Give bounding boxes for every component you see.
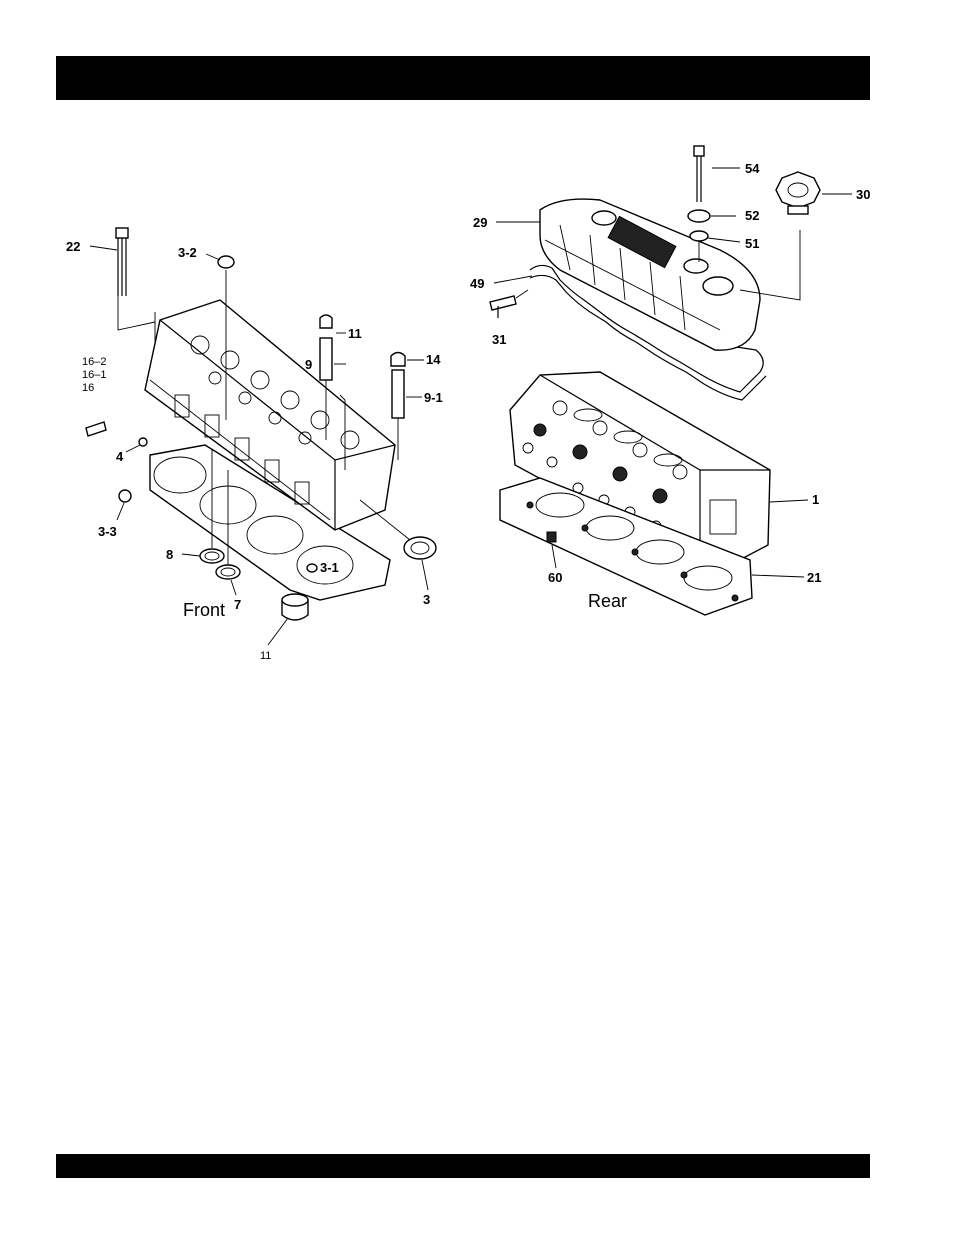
valve-stem-seal-14 xyxy=(391,353,405,367)
callout-52: 52 xyxy=(745,208,759,223)
oil-filler-neck xyxy=(703,277,733,295)
callout-3: 3 xyxy=(423,592,430,607)
callout-3-2: 3-2 xyxy=(178,245,197,260)
callout-11-bottom: 11 xyxy=(260,650,271,662)
callout-31: 31 xyxy=(492,332,506,347)
valve-guide-9 xyxy=(320,338,332,380)
callout-9-1: 9-1 xyxy=(424,390,443,405)
callout-22: 22 xyxy=(66,239,80,254)
footer-bar xyxy=(56,1154,870,1178)
valve-seat-ring-8 xyxy=(200,549,224,563)
oil-filler-cap-30 xyxy=(776,172,820,214)
rear-caption: Rear xyxy=(588,591,627,611)
callout-9: 9 xyxy=(305,357,312,372)
breather-fitting-31 xyxy=(490,296,516,318)
washer-52 xyxy=(688,210,710,222)
dowel-60 xyxy=(547,532,556,542)
plug-4 xyxy=(139,438,147,446)
plug-3-3 xyxy=(119,490,131,502)
callout-30: 30 xyxy=(856,187,870,202)
callout-3-3: 3-3 xyxy=(98,524,117,539)
callout-60: 60 xyxy=(548,570,562,585)
rear-view: 54 30 29 52 51 49 31 1 60 21 Rear xyxy=(470,146,870,615)
callout-4: 4 xyxy=(116,449,124,464)
callout-16-1: 16–1 xyxy=(82,369,106,381)
head-bolt-22 xyxy=(116,228,128,296)
callout-1: 1 xyxy=(812,492,819,507)
callout-14: 14 xyxy=(426,352,441,367)
callout-3-1: 3-1 xyxy=(320,560,339,575)
callout-29: 29 xyxy=(473,215,487,230)
expansion-plug-3 xyxy=(404,537,436,559)
rocker-cover-29 xyxy=(540,199,760,350)
valve-guide-9-1 xyxy=(392,370,404,418)
callout-7: 7 xyxy=(234,597,241,612)
valve-seat-ring-7 xyxy=(216,565,240,579)
callout-11-top: 11 xyxy=(348,326,362,341)
stud-16 xyxy=(86,422,106,436)
washer-51 xyxy=(690,231,708,241)
front-view: 22 3-2 11 9 14 9-1 16–2 16–1 16 4 3-3 8 … xyxy=(66,228,443,662)
callout-54: 54 xyxy=(745,161,760,176)
callout-16: 16 xyxy=(82,382,94,394)
front-caption: Front xyxy=(183,600,225,620)
cup-plug-11 xyxy=(282,594,308,620)
callout-49: 49 xyxy=(470,276,484,291)
cover-bolt-54 xyxy=(694,146,704,202)
callout-8: 8 xyxy=(166,547,173,562)
callout-16-2: 16–2 xyxy=(82,356,106,368)
callout-21: 21 xyxy=(807,570,821,585)
valve-stem-seal-11 xyxy=(320,315,332,328)
callout-51: 51 xyxy=(745,236,759,251)
